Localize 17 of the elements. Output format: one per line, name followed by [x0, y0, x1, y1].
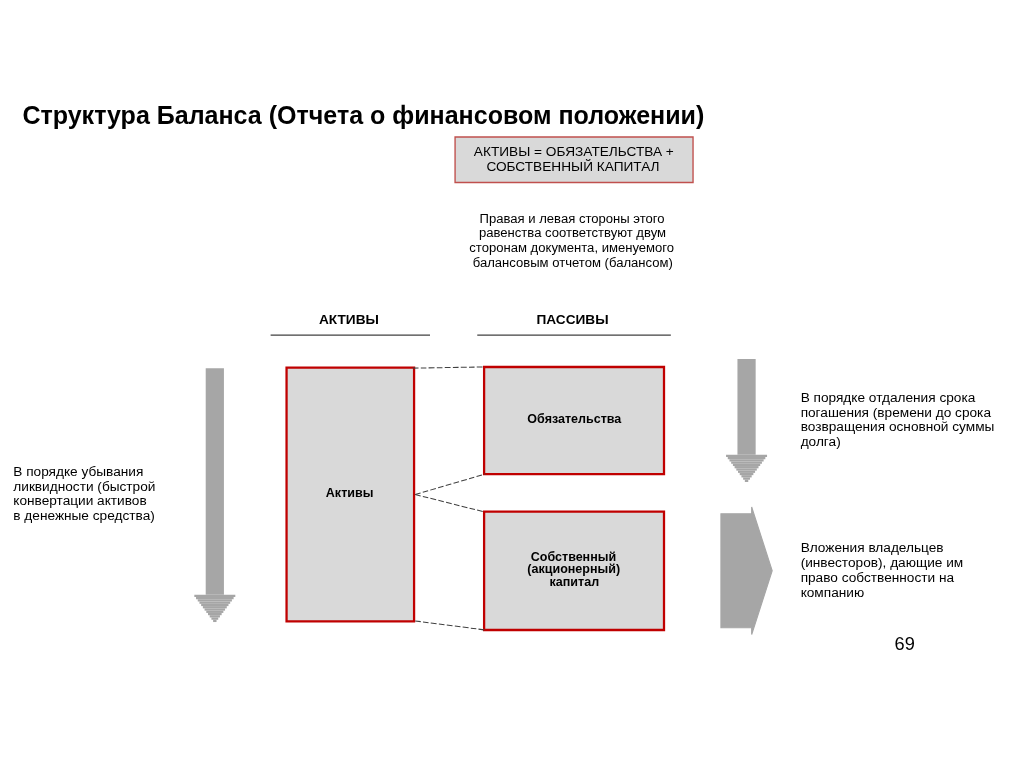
diagram-title: Структура Баланса (Отчета о финансовом положении)	[22, 101, 705, 130]
node-box: Обязательства	[482, 365, 666, 476]
label: АКТИВЫ	[319, 312, 379, 328]
label: ПАССИВЫ	[536, 312, 609, 328]
node-box: Собственный (акционерный) капитал	[482, 510, 666, 632]
node-box: Активы	[285, 366, 416, 623]
node-label: Вложения владельцев (инвесторов), дающие им право собственности на компанию	[800, 540, 964, 600]
node-box: АКТИВЫ = ОБЯЗАТЕЛЬСТВА + СОБСТВЕННЫЙ КАПИТАЛ	[454, 136, 694, 184]
connector	[414, 620, 486, 631]
node-label: В порядке убывания ликвидности (быстрой конвертации активов в денежные средства)	[13, 463, 156, 524]
node-label: В порядке отдаления срока погашения (времени до срока возвращения основной суммы долга)	[800, 389, 995, 450]
connector	[414, 494, 484, 513]
connector	[412, 366, 484, 369]
label: Правая и левая стороны этого равенства соответствуют двум сторонам документа, именуемого балансовым отчетом (балансом)	[469, 210, 675, 271]
label: 69	[894, 634, 915, 655]
connector	[414, 473, 486, 495]
node-arrow	[720, 506, 773, 636]
